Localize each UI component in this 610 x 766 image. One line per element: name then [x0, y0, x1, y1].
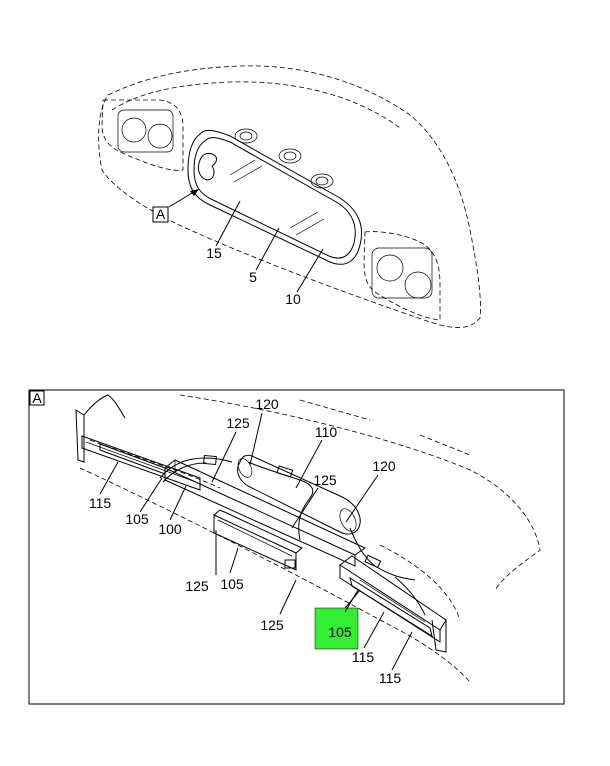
callout-115-lower: 115 — [352, 649, 375, 665]
window-glass-assembly — [187, 129, 363, 265]
upper-view: A 15 5 10 — [98, 65, 481, 328]
callout-5: 5 — [249, 269, 257, 285]
callout-15: 15 — [206, 245, 222, 261]
view-indicator-label: A — [156, 206, 166, 222]
callout-125-bottom: 125 — [260, 617, 284, 633]
left-wall-stub — [75, 409, 85, 463]
callout-125-top: 125 — [226, 415, 250, 431]
detail-view-tag — [29, 390, 45, 406]
callout-100: 100 — [158, 521, 182, 537]
callout-10: 10 — [285, 291, 301, 307]
highlighted-callout-105: 105 — [328, 624, 352, 640]
callout-115-right: 115 — [379, 670, 402, 686]
support-bar — [164, 459, 366, 567]
right-lamp-housing — [363, 231, 441, 321]
callout-110: 110 — [315, 424, 338, 440]
detail-view-label: A — [32, 390, 42, 406]
callout-115-left: 115 — [89, 495, 112, 511]
header-panel-outline — [98, 65, 481, 328]
detail-view-a: A — [28, 389, 565, 705]
callout-105-center: 105 — [220, 576, 244, 592]
left-lamp-housing — [101, 99, 184, 171]
callout-120-right: 120 — [372, 458, 396, 474]
highlighted-callout-box[interactable] — [314, 607, 359, 650]
callout-105-left: 105 — [125, 511, 149, 527]
callout-125-bottom-left: 125 — [185, 578, 209, 594]
detail-frame — [28, 389, 565, 705]
marker-lights — [234, 128, 334, 189]
center-bracket — [213, 509, 303, 571]
callout-125-mid: 125 — [313, 472, 337, 488]
right-rail — [339, 555, 447, 653]
duct-cylinder — [237, 454, 361, 535]
leader-lines — [99, 412, 413, 671]
callout-120-top: 120 — [255, 396, 279, 412]
view-indicator-box — [152, 206, 169, 223]
